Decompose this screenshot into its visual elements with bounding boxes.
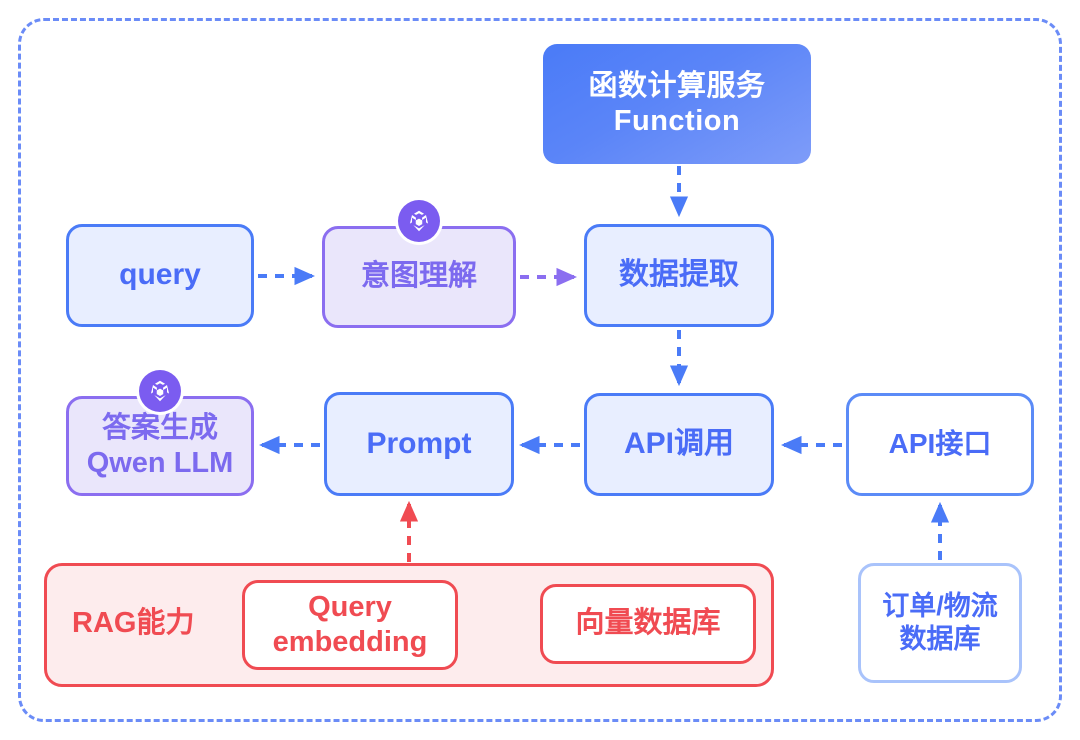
node-answer-generation[interactable]: 答案生成 Qwen LLM	[66, 396, 254, 496]
node-api-call[interactable]: API调用	[584, 393, 774, 496]
qwen-logo-icon	[398, 200, 440, 242]
node-vector-database[interactable]: 向量数据库	[540, 584, 756, 664]
node-order-logistics-database[interactable]: 订单/物流 数据库	[858, 563, 1022, 683]
node-api-interface[interactable]: API接口	[846, 393, 1034, 496]
node-function-compute[interactable]: 函数计算服务 Function	[543, 44, 811, 164]
node-data-extraction[interactable]: 数据提取	[584, 224, 774, 327]
outer-dashed-frame	[18, 18, 1062, 722]
node-query-embedding[interactable]: Query embedding	[242, 580, 458, 670]
node-prompt[interactable]: Prompt	[324, 392, 514, 496]
qwen-logo-icon	[139, 370, 181, 412]
node-intent-understanding[interactable]: 意图理解	[322, 226, 516, 328]
node-query[interactable]: query	[66, 224, 254, 327]
label-rag-capability: RAG能力	[72, 607, 195, 640]
